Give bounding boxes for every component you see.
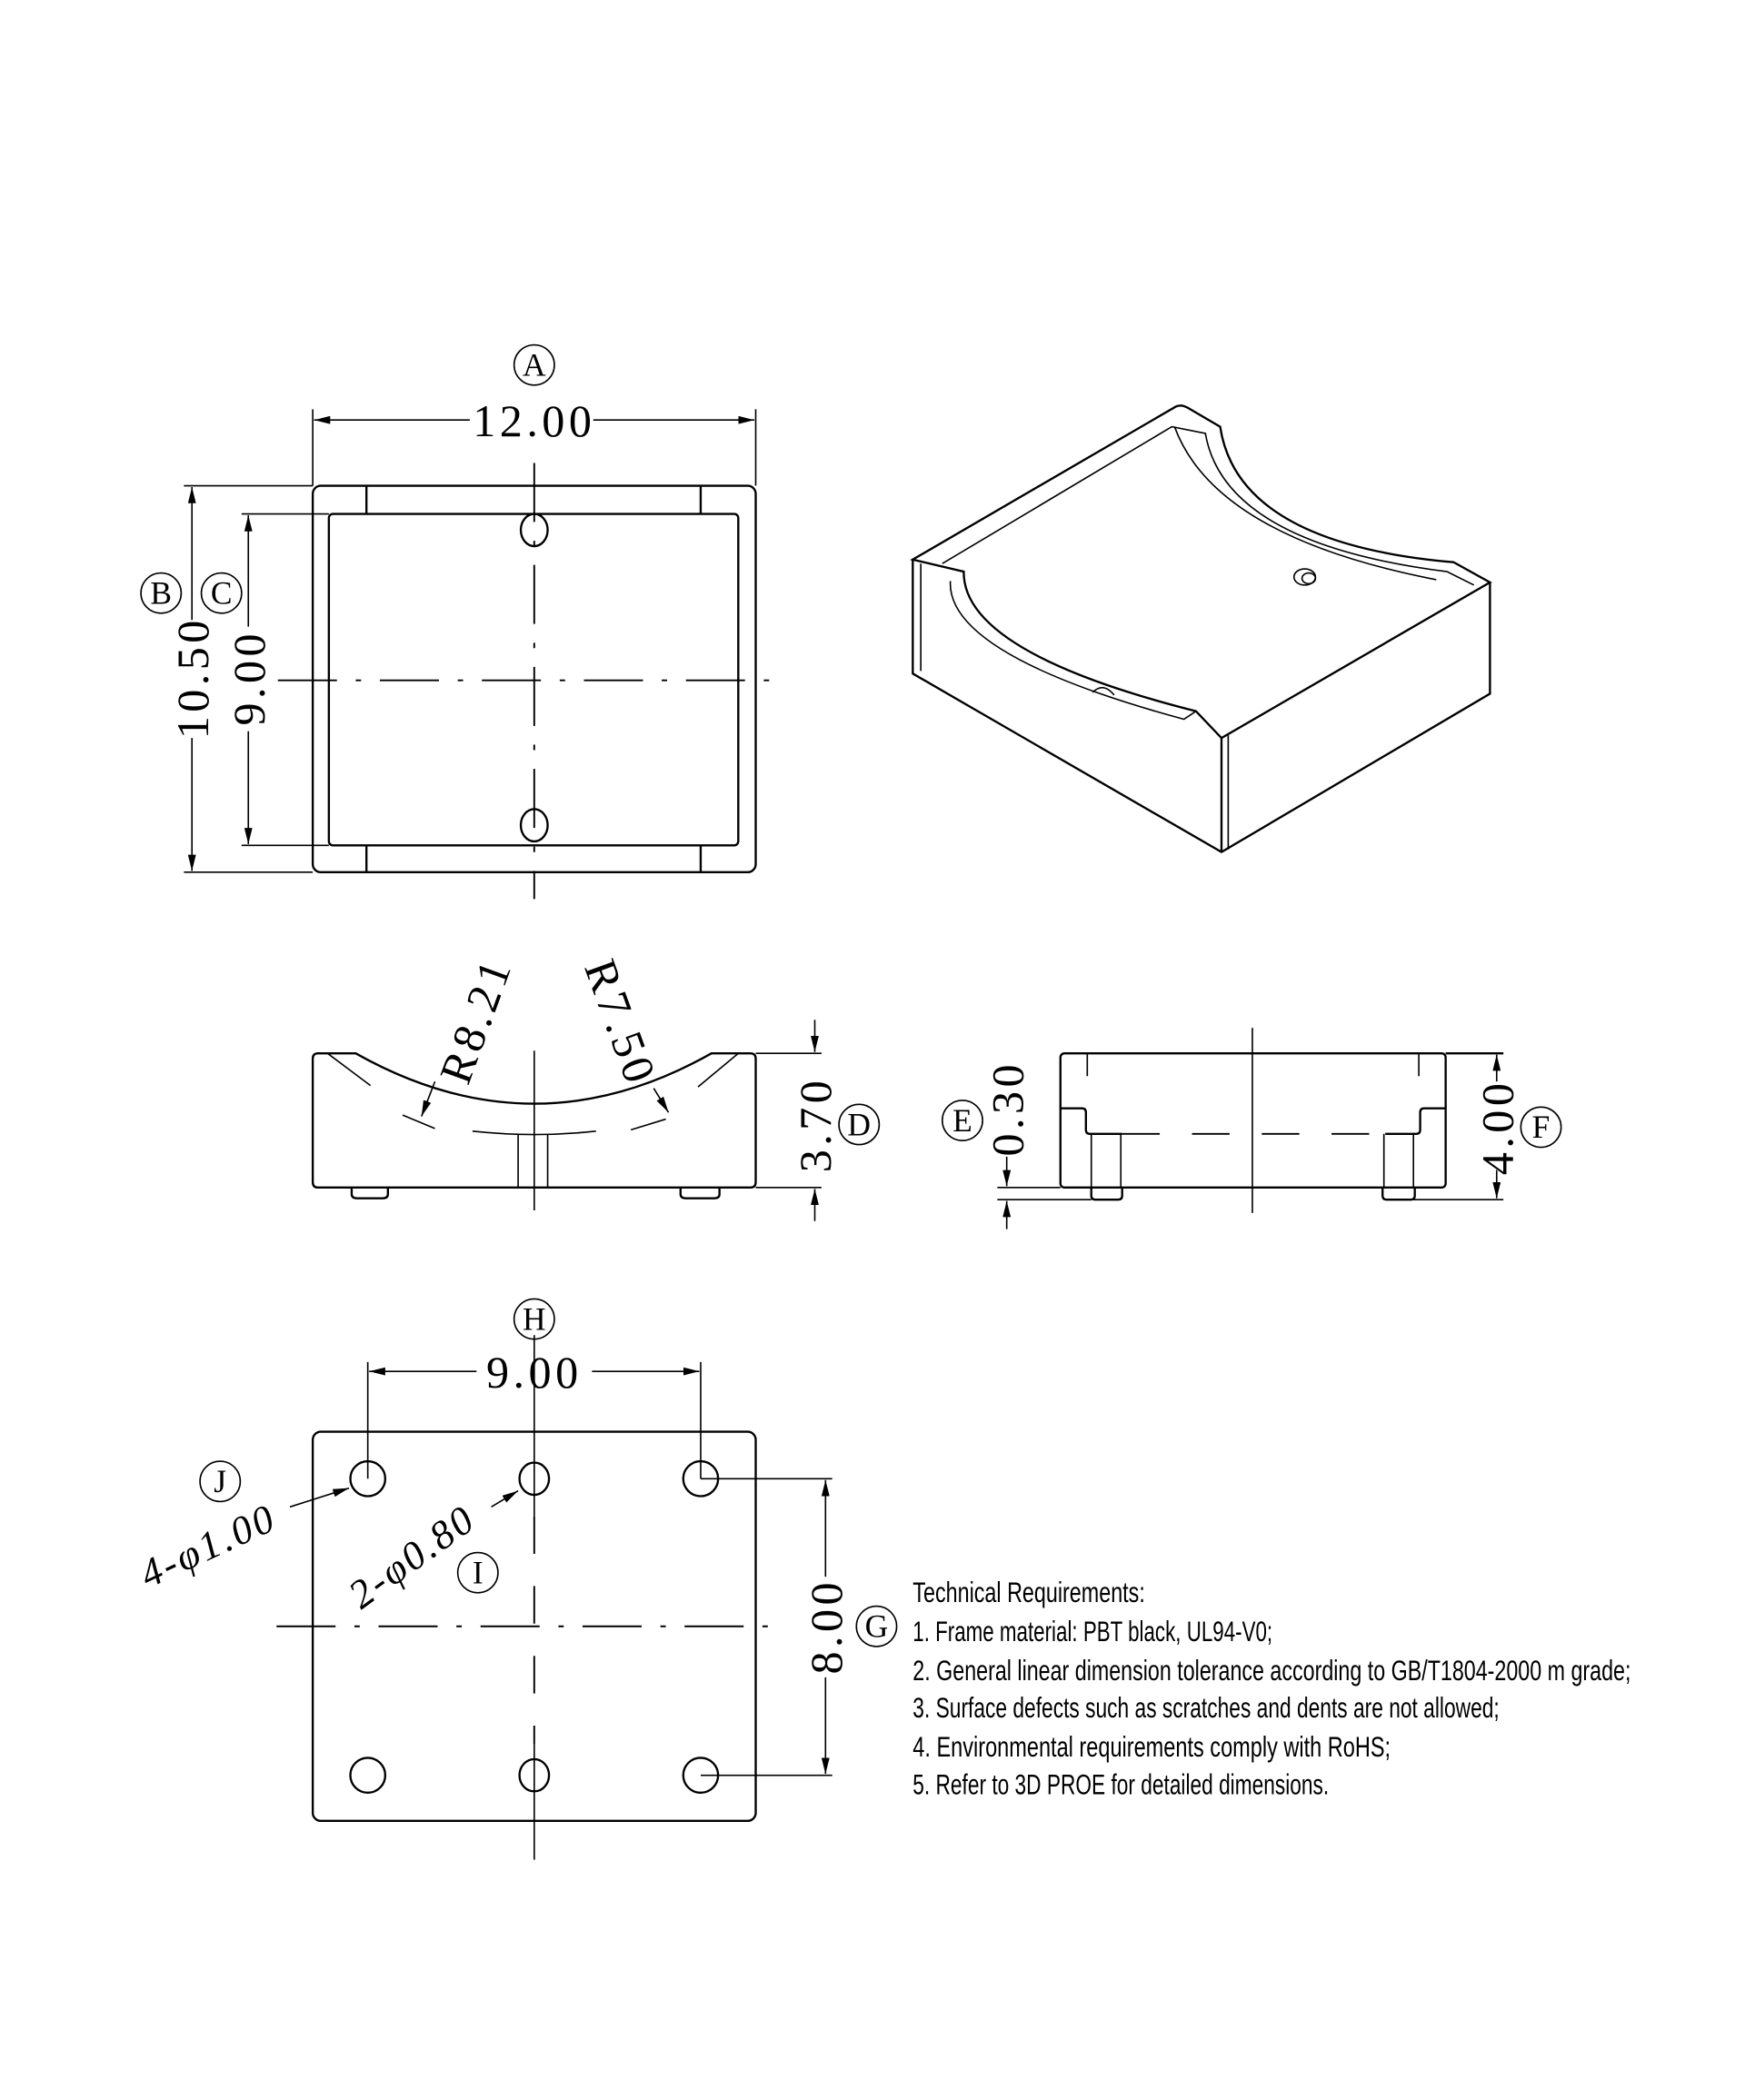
front-rim xyxy=(949,581,1197,721)
tag-circle xyxy=(200,572,243,614)
leader-arrow xyxy=(289,1487,350,1508)
hole xyxy=(519,808,549,843)
requirement-item: 1. Frame material: PBT black, UL94-V0; xyxy=(912,1616,1272,1647)
feet xyxy=(350,1187,721,1199)
tag-circle xyxy=(513,1298,555,1340)
tag-circle xyxy=(1520,1106,1562,1149)
extension-lines xyxy=(241,513,329,847)
radius-arc-segments xyxy=(326,1052,739,1131)
outer-radius-label: R8.21 xyxy=(430,950,523,1090)
requirement-item: 3. Surface defects such as scratches and… xyxy=(912,1692,1499,1724)
requirement-item: 5. Refer to 3D PROE for detailed dimensi… xyxy=(912,1768,1329,1800)
side-view: 4.00 F 0.30 E xyxy=(941,1028,1562,1229)
hole xyxy=(1301,572,1317,585)
extension-lines xyxy=(184,484,314,873)
tag-c: C xyxy=(211,575,233,612)
radius-leader xyxy=(420,1080,436,1117)
hole xyxy=(1092,686,1115,696)
tag-d: D xyxy=(847,1106,871,1142)
extension-lines xyxy=(755,1052,822,1189)
tag-circle xyxy=(199,1460,242,1503)
tag-e: E xyxy=(952,1102,972,1139)
tag-b: B xyxy=(150,575,172,612)
saddle-edge xyxy=(1173,426,1437,581)
tag-circle xyxy=(941,1100,983,1141)
notch-lines xyxy=(365,485,703,872)
height-dimension: 3.70 xyxy=(790,1077,841,1173)
extension-lines xyxy=(997,1187,1092,1200)
extension-lines xyxy=(366,1361,702,1479)
pin-lines xyxy=(1090,1133,1415,1188)
steps xyxy=(1060,1107,1446,1135)
hole xyxy=(519,513,549,548)
small-holes-callout: 2-φ0.80 xyxy=(341,1496,484,1617)
pitch-x-dimension: 9.00 xyxy=(486,1347,583,1398)
tag-f: F xyxy=(1532,1109,1551,1145)
requirement-item: 4. Environmental requirements comply wit… xyxy=(912,1731,1391,1763)
tag-a: A xyxy=(523,346,546,383)
tag-circle xyxy=(140,572,183,614)
height-dimension: 4.00 xyxy=(1471,1080,1522,1176)
front-view: R8.21 R7.50 3.70 D xyxy=(311,950,881,1221)
requirements-title: Technical Requirements: xyxy=(912,1577,1145,1608)
extension-lines xyxy=(700,1478,833,1777)
top-face xyxy=(910,404,1492,740)
radius-leader xyxy=(653,1088,670,1113)
tag-i: I xyxy=(473,1554,484,1590)
top-view: 12.00 A 10.50 B 9.00 C xyxy=(140,343,779,900)
edge-fillets xyxy=(920,563,1230,850)
inner-radius-label: R7.50 xyxy=(574,952,667,1092)
pitch-y-dimension: 8.00 xyxy=(801,1578,852,1675)
side-faces xyxy=(912,559,1491,854)
hidden-lines xyxy=(1086,1053,1420,1077)
tag-circle xyxy=(855,1605,898,1647)
slot-lines xyxy=(517,1133,549,1188)
extension-lines xyxy=(312,409,757,486)
height-dimension: 10.50 xyxy=(167,616,218,739)
tag-j: J xyxy=(214,1463,226,1499)
big-holes-callout: 4-φ1.00 xyxy=(133,1495,283,1597)
pin-hole xyxy=(349,1757,387,1795)
tag-g: G xyxy=(865,1608,889,1645)
tag-circle xyxy=(513,343,555,386)
technical-requirements: Technical Requirements: 1. Frame materia… xyxy=(912,1577,1630,1800)
bottom-view: 9.00 H 8.00 G 4-φ1.00 J 2-φ0.80 I xyxy=(133,1298,898,1860)
standoff-dimension: 0.30 xyxy=(982,1060,1032,1157)
leader-arrow xyxy=(491,1489,519,1508)
front-outline xyxy=(311,1052,757,1189)
feet xyxy=(1090,1187,1416,1201)
width-dimension: 12.00 xyxy=(473,395,595,446)
tag-h: H xyxy=(523,1300,546,1337)
tag-circle xyxy=(456,1551,499,1594)
tag-circle xyxy=(838,1103,881,1146)
inner-rim xyxy=(942,425,1475,586)
isometric-view xyxy=(910,404,1492,854)
inner-dimension: 9.00 xyxy=(224,630,274,726)
requirement-item: 2. General linear dimension tolerance ac… xyxy=(912,1655,1630,1687)
